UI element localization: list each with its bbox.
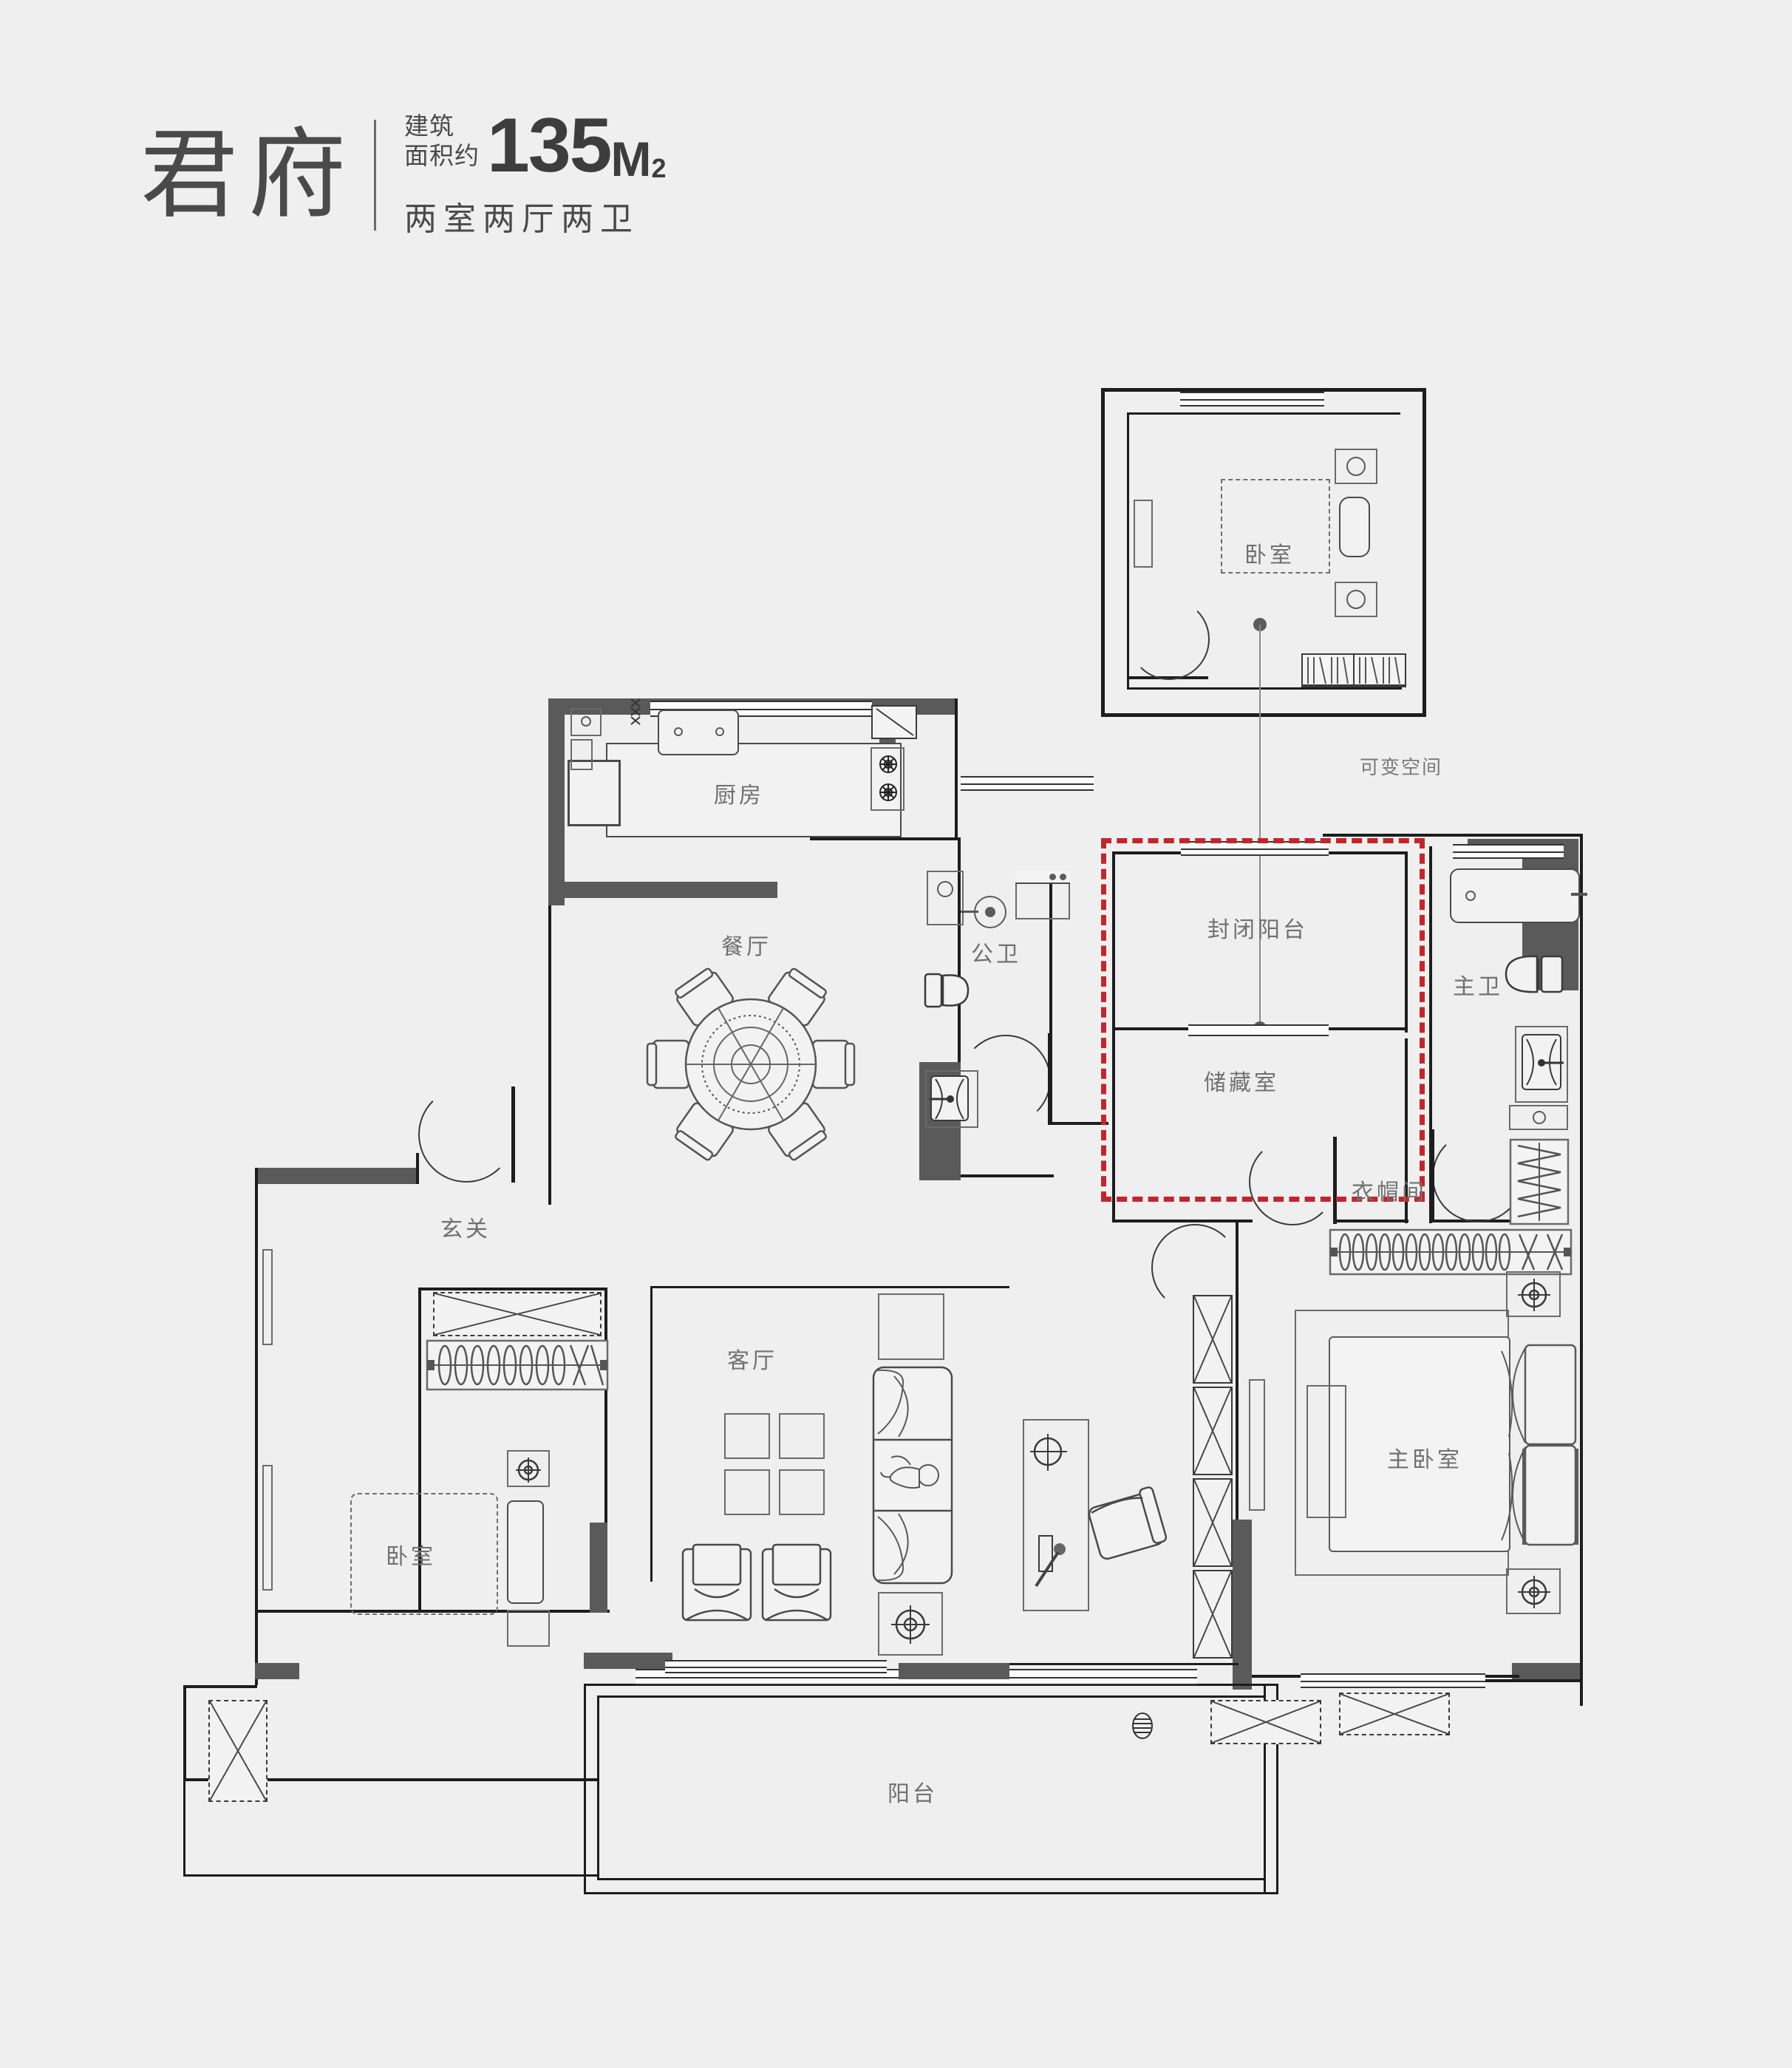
room-label-living: 客厅 <box>727 1349 777 1373</box>
page-title: 君府 <box>140 118 356 232</box>
area-unit: M <box>610 131 652 186</box>
room-label-bedroom-2: 卧室 <box>386 1545 436 1569</box>
room-label-walk-in-closet: 衣帽间 <box>1352 1180 1427 1205</box>
leader-line <box>1259 625 1261 1027</box>
room-label-storage: 储藏室 <box>1204 1071 1279 1095</box>
flexible-space-highlight <box>1101 838 1425 1202</box>
inset-caption: 可变空间 <box>1360 756 1443 778</box>
inset-room-label: 卧室 <box>1244 543 1295 568</box>
title-divider <box>374 119 376 231</box>
room-label-entry: 玄关 <box>440 1217 491 1242</box>
area-value: 135 <box>487 103 613 188</box>
room-label-kitchen: 厨房 <box>714 783 764 808</box>
area-superscript: 2 <box>651 152 667 183</box>
area-summary: 建筑 面积约 135 M 2 两室两厅两卫 <box>404 103 667 239</box>
room-label-balcony: 阳台 <box>888 1782 938 1806</box>
room-label-master-bedroom: 主卧室 <box>1387 1448 1462 1472</box>
room-label-dining: 餐厅 <box>721 935 771 959</box>
room-label-guest-bath: 公卫 <box>971 942 1021 967</box>
area-label-line1: 建筑 <box>404 112 454 140</box>
room-count-line: 两室两厅两卫 <box>404 200 639 237</box>
title-block: 君府 建筑 面积约 135 M 2 两室两厅两卫 <box>140 103 667 239</box>
room-label-enclosed-balcony: 封闭阳台 <box>1207 918 1308 942</box>
room-label-master-bath: 主卫 <box>1453 975 1503 999</box>
area-label-line2: 面积约 <box>404 142 480 170</box>
